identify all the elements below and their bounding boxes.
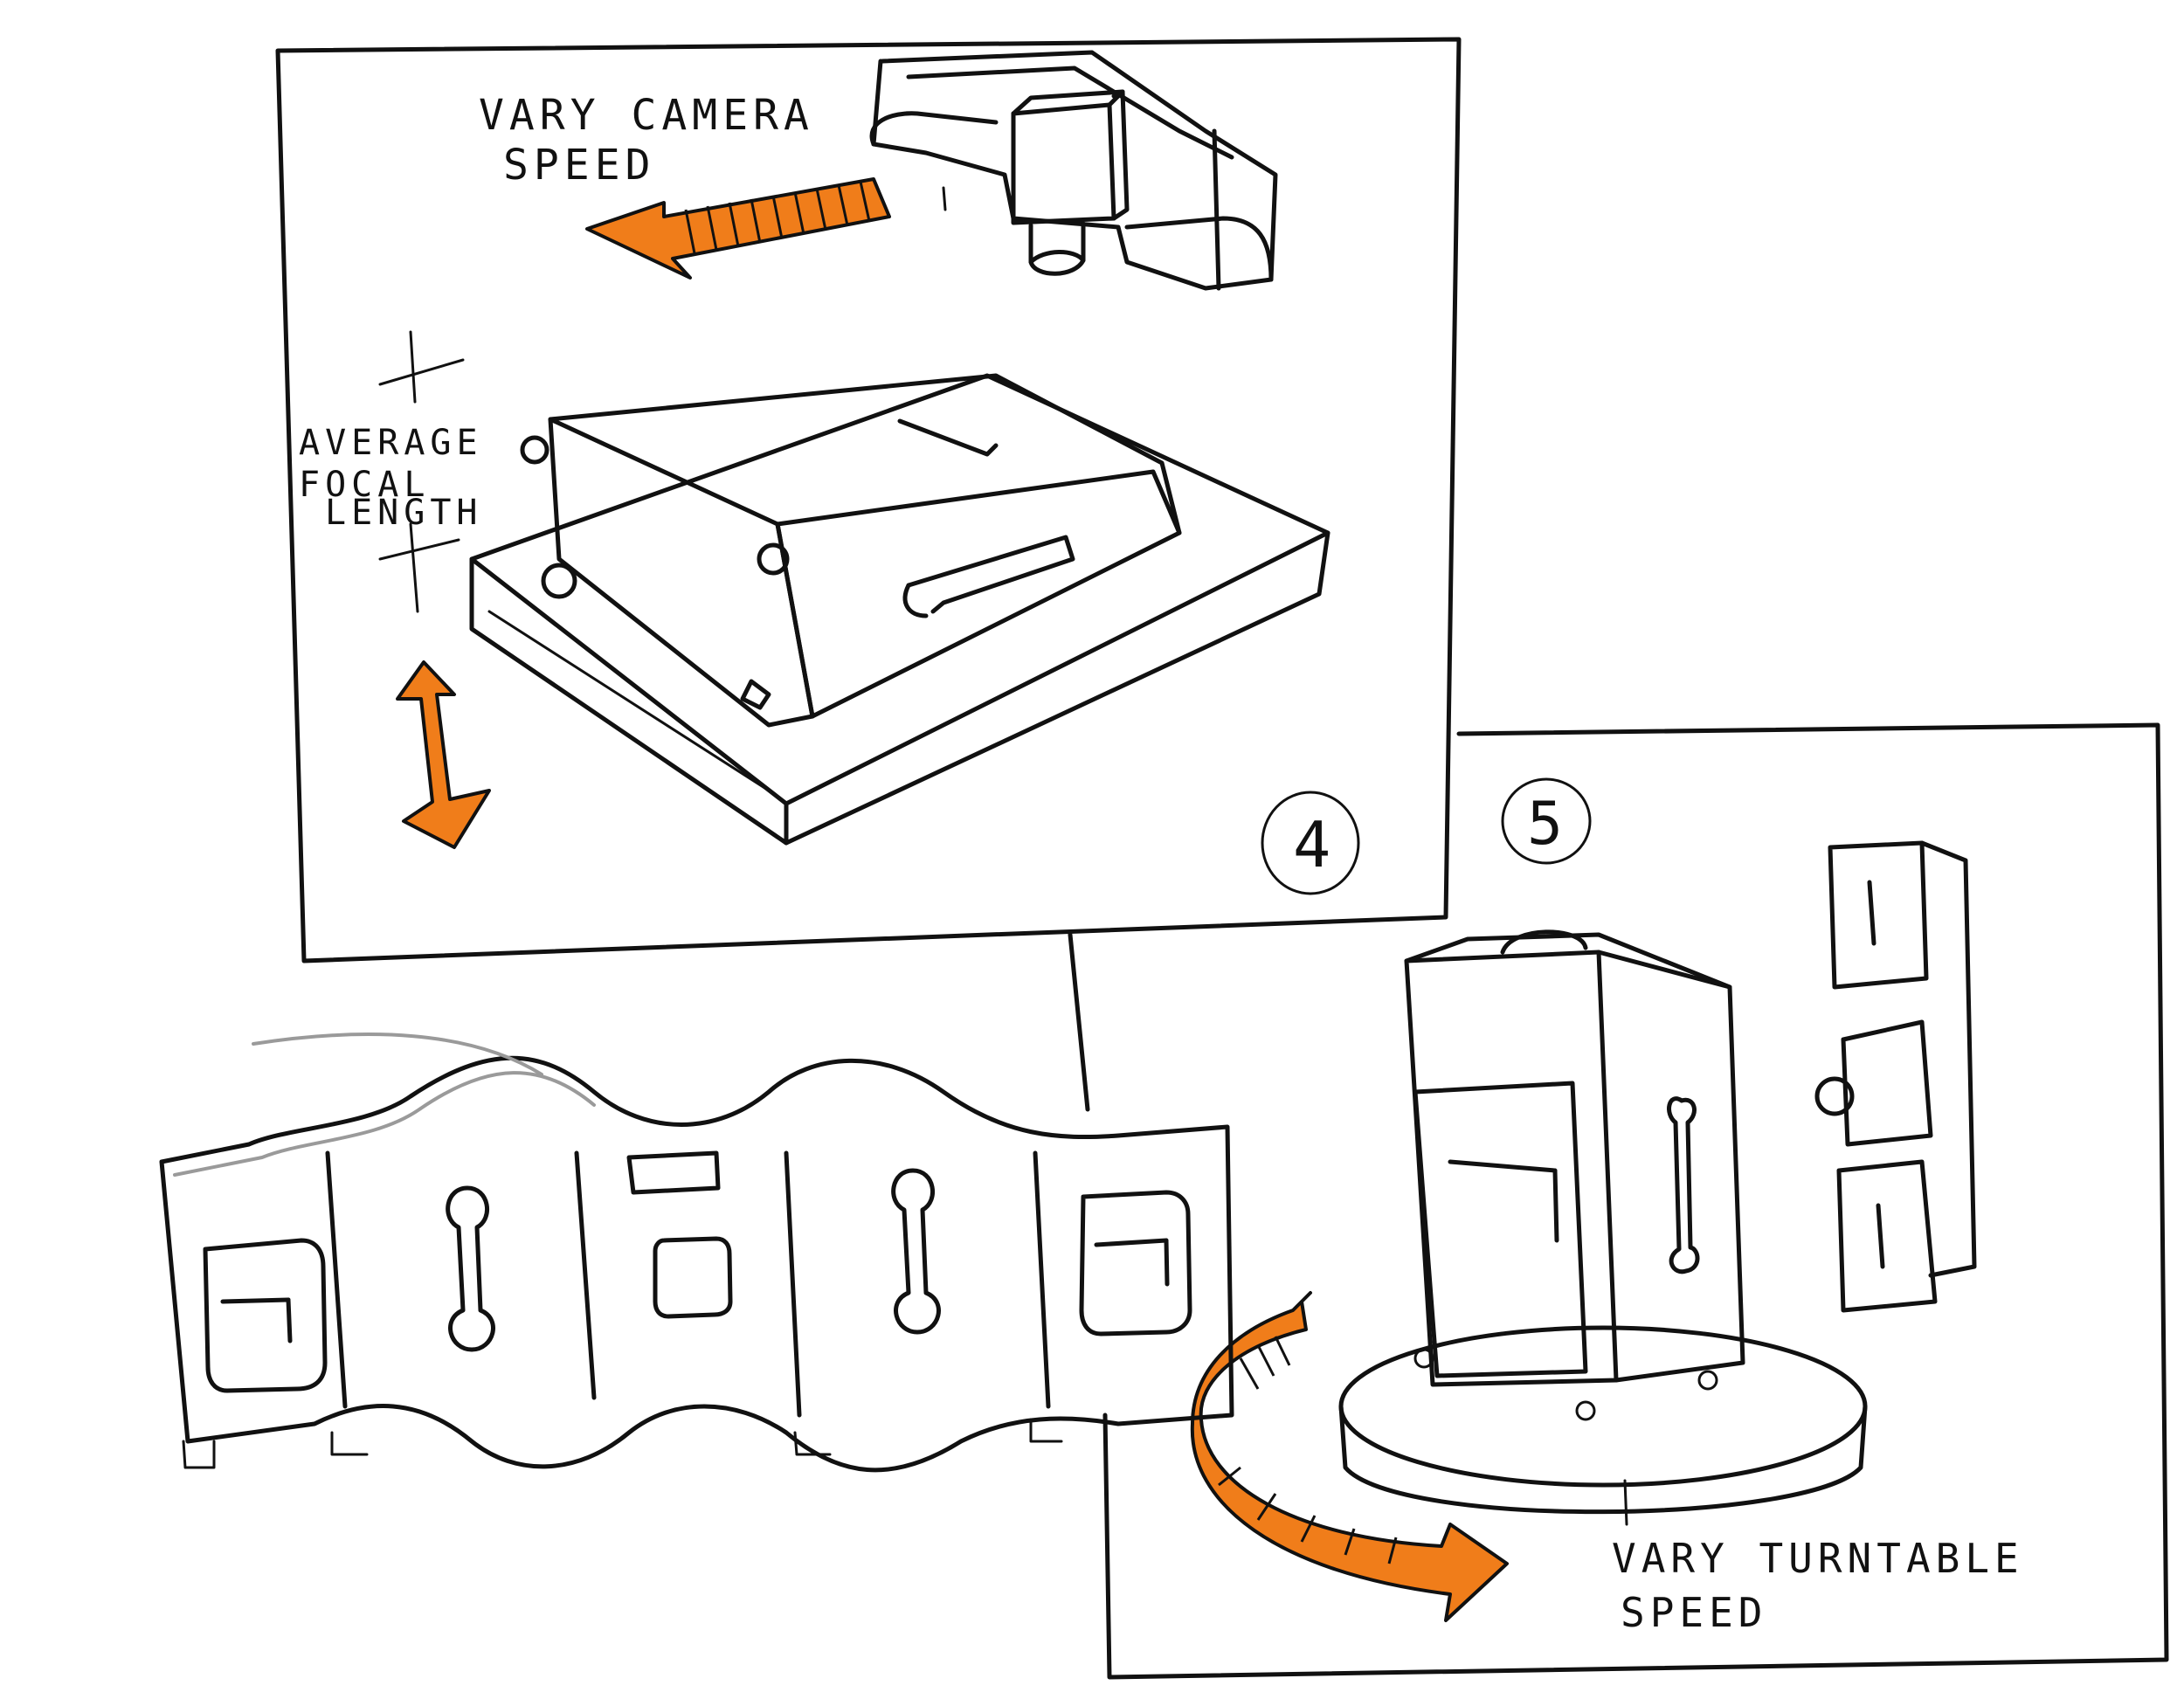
camera-speed-label-line1: VARY CAMERA [479, 91, 814, 140]
focal-length-label-line3: LENGTH [325, 493, 483, 533]
unwrapped-suitcase-strip [162, 1034, 1232, 1470]
suitcase-upright [1406, 932, 1743, 1419]
panel-5-number: 5 [1527, 790, 1568, 859]
turntable-speed-label-line1: VARY TURNTABLE [1612, 1535, 2024, 1582]
platform [472, 376, 1328, 843]
panel-5-number-badge: 5 [1503, 779, 1590, 863]
camera-speed-arrow [587, 179, 889, 278]
panel-5: 5 [1070, 725, 2167, 1677]
vertical-height-arrow [397, 662, 489, 847]
side-views-stack [1817, 843, 1974, 1310]
panel-4-number: 4 [1293, 808, 1336, 881]
turntable-speed-label-line2: SPEED [1621, 1589, 1767, 1636]
panel-4-number-badge: 4 [1262, 792, 1358, 894]
panel-4: VARY CAMERA SPEED AVERAGE FOCAL LENGTH [278, 39, 1459, 961]
focal-length-label-line1: AVERAGE [299, 423, 483, 463]
camera-speed-label-line2: SPEED [503, 141, 656, 190]
camera-rig [872, 52, 1275, 288]
turntable [1341, 1328, 1865, 1524]
